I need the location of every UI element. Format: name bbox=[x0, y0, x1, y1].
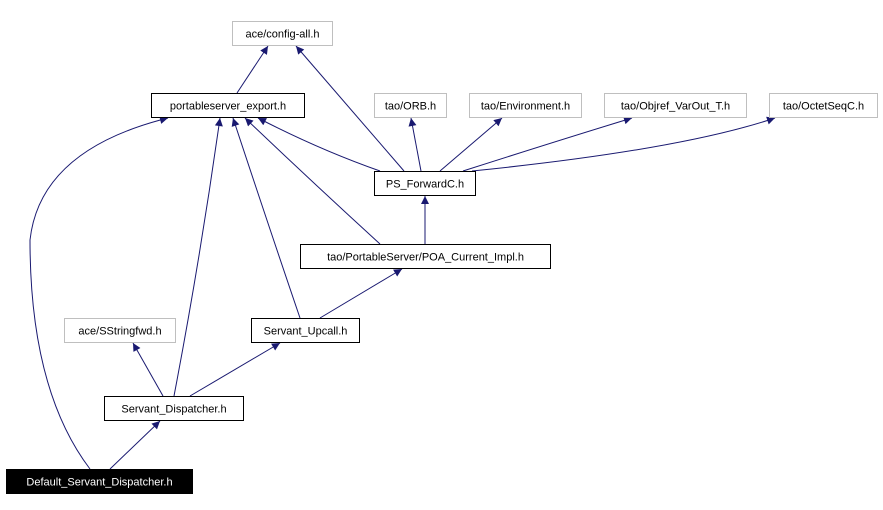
node-poa_current[interactable]: tao/PortableServer/POA_Current_Impl.h bbox=[300, 244, 551, 269]
node-box bbox=[769, 93, 878, 118]
node-servant_dispatcher[interactable]: Servant_Dispatcher.h bbox=[104, 396, 244, 421]
node-label: Servant_Upcall.h bbox=[264, 326, 348, 338]
node-label: tao/OctetSeqC.h bbox=[783, 101, 864, 113]
edge-default_dispatcher-to-servant_dispatcher bbox=[109, 420, 161, 470]
node-servant_upcall[interactable]: Servant_Upcall.h bbox=[251, 318, 360, 343]
node-label: portableserver_export.h bbox=[170, 101, 286, 113]
node-label: tao/Environment.h bbox=[481, 101, 570, 113]
node-label: ace/config-all.h bbox=[246, 29, 320, 41]
node-orb: tao/ORB.h bbox=[374, 93, 447, 118]
edge-ps_forward-to-objref bbox=[462, 116, 633, 172]
node-label: tao/Objref_VarOut_T.h bbox=[621, 101, 730, 113]
node-label: tao/ORB.h bbox=[385, 101, 436, 113]
node-objref: tao/Objref_VarOut_T.h bbox=[604, 93, 747, 118]
edge-servant_dispatcher-to-ps_export bbox=[173, 117, 223, 397]
node-box bbox=[104, 396, 244, 421]
node-environment: tao/Environment.h bbox=[469, 93, 582, 118]
edge-ps_forward-to-orb bbox=[408, 117, 422, 172]
node-box bbox=[469, 93, 582, 118]
edge-ps_forward-to-ps_export bbox=[257, 117, 381, 172]
node-box bbox=[251, 318, 360, 343]
node-label: Servant_Dispatcher.h bbox=[121, 404, 226, 416]
edge-ps_forward-to-config_all bbox=[295, 45, 405, 172]
node-label: Default_Servant_Dispatcher.h bbox=[26, 477, 172, 489]
node-box bbox=[374, 93, 447, 118]
node-box bbox=[151, 93, 305, 118]
node-box bbox=[6, 469, 193, 494]
node-ps_forward[interactable]: PS_ForwardC.h bbox=[374, 171, 476, 196]
edge-servant_dispatcher-to-servant_upcall bbox=[189, 342, 281, 397]
node-sstringfwd: ace/SStringfwd.h bbox=[64, 318, 176, 343]
edge-ps_forward-to-environment bbox=[439, 117, 503, 172]
edge-ps_forward-to-octetseq bbox=[471, 116, 776, 172]
node-label: tao/PortableServer/POA_Current_Impl.h bbox=[327, 252, 524, 264]
node-box bbox=[604, 93, 747, 118]
node-box bbox=[374, 171, 476, 196]
node-label: PS_ForwardC.h bbox=[386, 179, 464, 191]
node-config_all: ace/config-all.h bbox=[232, 21, 333, 46]
edge-ps_export-to-config_all bbox=[236, 45, 269, 94]
node-ps_export[interactable]: portableserver_export.h bbox=[151, 93, 305, 118]
node-octetseq: tao/OctetSeqC.h bbox=[769, 93, 878, 118]
edge-servant_upcall-to-ps_export bbox=[231, 117, 301, 319]
edge-servant_upcall-to-poa_current bbox=[319, 268, 403, 319]
node-box bbox=[300, 244, 551, 269]
node-box bbox=[232, 21, 333, 46]
edge-servant_dispatcher-to-sstringfwd bbox=[132, 342, 164, 397]
node-default_dispatcher[interactable]: Default_Servant_Dispatcher.h bbox=[6, 469, 193, 494]
edge-default_dispatcher-to-ps_export bbox=[29, 116, 169, 470]
node-box bbox=[64, 318, 176, 343]
edge-poa_current-to-ps_export bbox=[244, 117, 381, 245]
node-label: ace/SStringfwd.h bbox=[78, 326, 161, 338]
